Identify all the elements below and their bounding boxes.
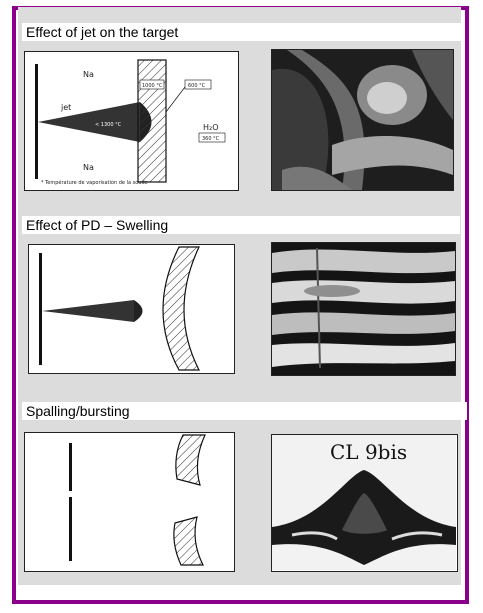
- section-caption: Effect of jet on the target: [22, 23, 462, 41]
- section-jet-effect: Effect of jet on the target Na Na jet < …: [18, 7, 461, 202]
- label-inner-temp: < 1300 °C: [95, 122, 122, 128]
- section-spalling: Spalling/bursting CL: [18, 394, 461, 584]
- label-na-top: Na: [83, 70, 94, 79]
- photo-image: CL 9bis: [272, 435, 456, 570]
- target-wall: [138, 60, 166, 182]
- jet-diagram-drawing: Na Na jet < 1300 °C 1000 °C 600 °C H₂O 3…: [25, 52, 237, 189]
- diagram-footnote: * Température de vaporisation de la soud…: [41, 179, 148, 186]
- section-caption: Spalling/bursting: [22, 402, 467, 420]
- spalling-diagram-drawing: [25, 433, 233, 570]
- section-swelling: Effect of PD – Swelling: [18, 210, 461, 385]
- photo-image: [272, 243, 455, 375]
- swelling-photo: [271, 242, 456, 376]
- section-caption: Effect of PD – Swelling: [22, 216, 460, 234]
- label-na-bottom: Na: [83, 163, 94, 172]
- scanned-page: Effect of jet on the target Na Na jet < …: [18, 7, 461, 585]
- swelling-diagram-drawing: [29, 245, 233, 372]
- jet-damage-photo: [271, 49, 454, 191]
- photo-image: [272, 50, 453, 190]
- spalling-diagram: [24, 432, 235, 572]
- nozzle-wall: [35, 64, 38, 179]
- swelling-diagram: [28, 244, 235, 374]
- label-h2o: H₂O: [203, 123, 219, 132]
- label-h2o-temp: 360 °C: [202, 136, 220, 142]
- jet-cone: [38, 102, 140, 142]
- bursting-photo: CL 9bis: [271, 434, 458, 572]
- label-jet: jet: [60, 103, 71, 112]
- jet-diagram: Na Na jet < 1300 °C 1000 °C 600 °C H₂O 3…: [24, 51, 239, 191]
- label-wall-temp: 1000 °C: [142, 83, 163, 89]
- photo-sample-label: CL 9bis: [330, 440, 407, 464]
- label-outer-temp: 600 °C: [188, 83, 206, 89]
